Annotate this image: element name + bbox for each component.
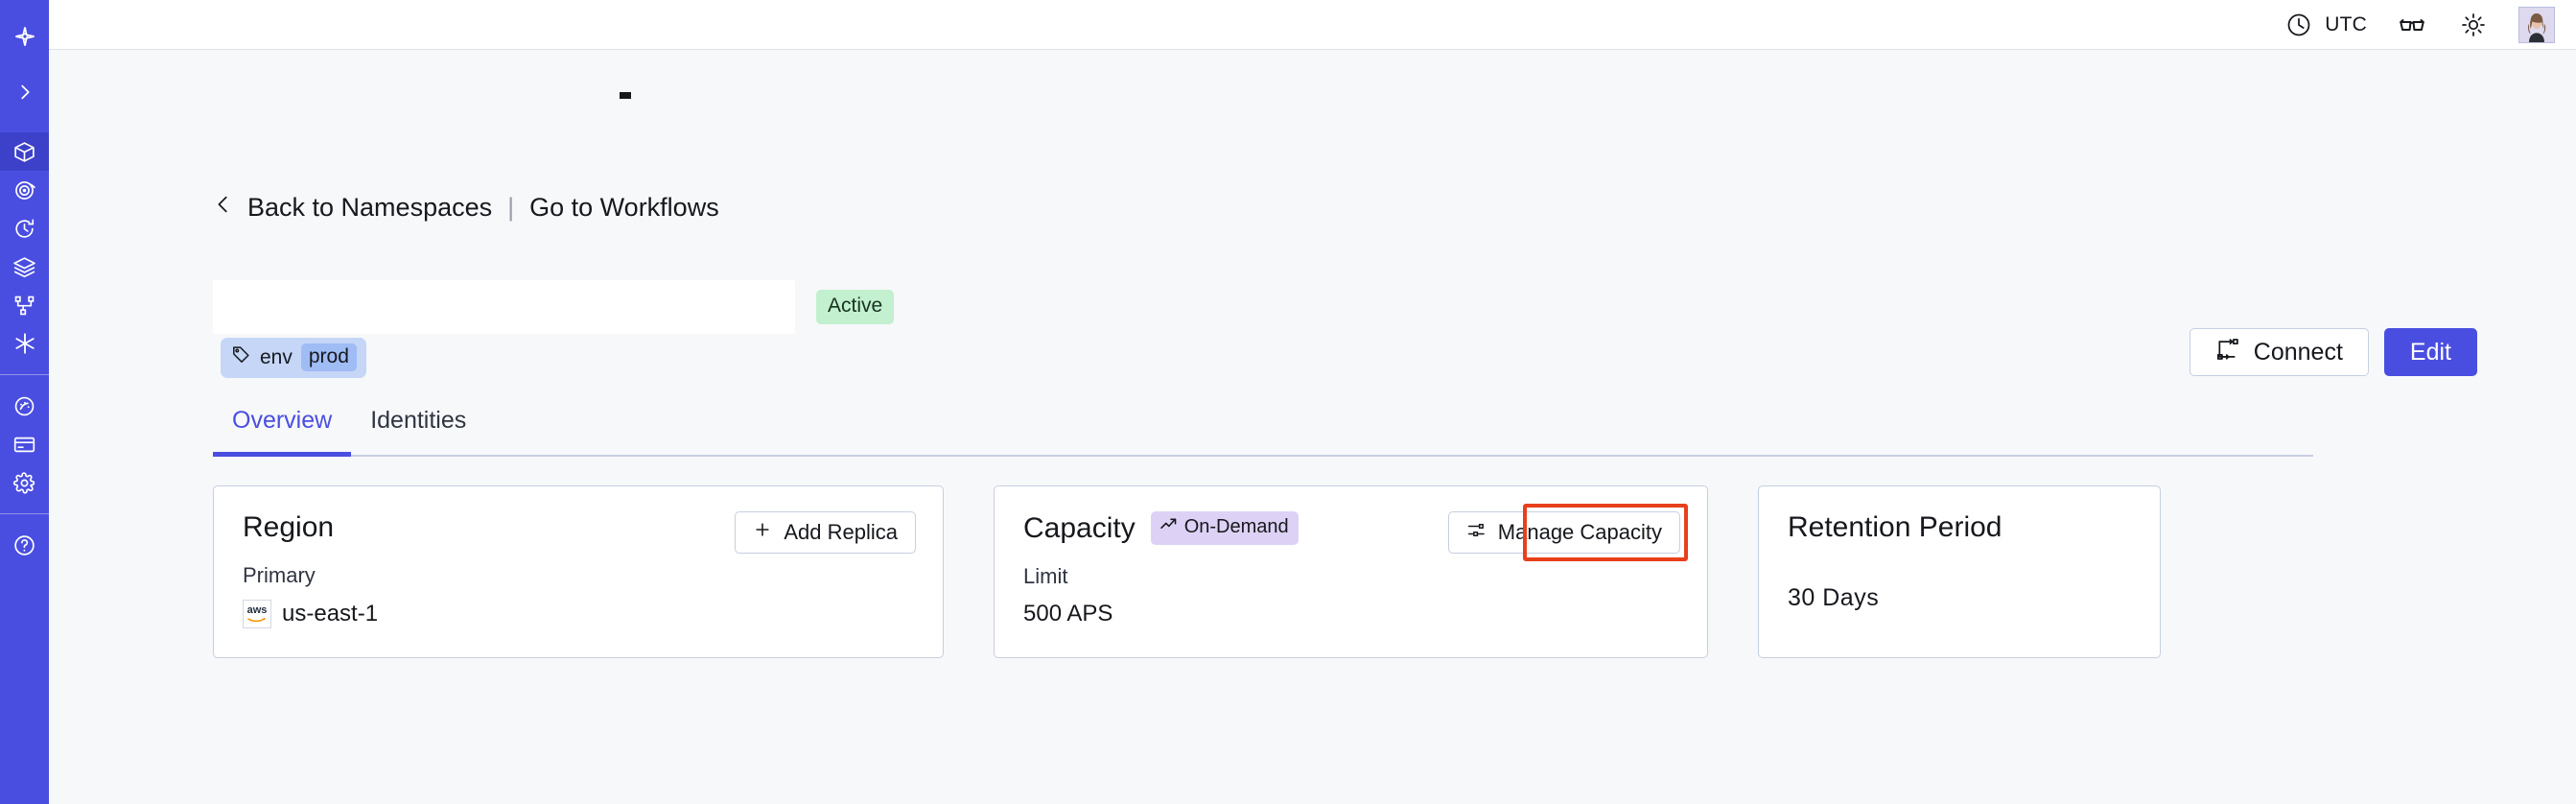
region-value: us-east-1 <box>282 601 379 627</box>
tabs-divider <box>213 455 2313 457</box>
gear-icon <box>12 471 36 495</box>
sidebar-item-expand[interactable] <box>0 73 49 111</box>
capacity-card-head: Capacity On-Demand <box>1023 511 1678 545</box>
sidebar-item-workflows[interactable] <box>0 286 49 324</box>
aws-logo-icon: aws <box>243 600 271 628</box>
sidebar-item-history[interactable] <box>0 209 49 248</box>
tab-overview[interactable]: Overview <box>213 407 352 457</box>
region-card: Region Add Replica Primary aws <box>213 485 944 658</box>
sun-icon[interactable] <box>2457 9 2490 41</box>
sidebar-item-billing[interactable] <box>0 425 49 463</box>
sidebar-item-usage[interactable] <box>0 387 49 425</box>
region-sub-label: Primary <box>243 563 316 587</box>
sidebar-item-layers[interactable] <box>0 248 49 286</box>
chevron-right-icon <box>14 82 35 103</box>
capacity-mode-label: On-Demand <box>1183 516 1289 537</box>
sliders-icon <box>1466 520 1487 546</box>
cube-icon <box>12 140 36 164</box>
git-branch-icon <box>12 294 36 318</box>
sidebar-item-namespaces[interactable] <box>0 132 49 171</box>
namespace-title-row: Active <box>213 280 895 334</box>
page-title <box>213 280 795 334</box>
retention-card-title: Retention Period <box>1788 511 2002 543</box>
asterisk-icon <box>12 331 37 356</box>
status-badge: Active <box>816 290 895 324</box>
breadcrumb-workflows-link[interactable]: Go to Workflows <box>529 193 719 222</box>
gauge-icon <box>12 394 36 418</box>
region-value-row: aws us-east-1 <box>243 600 914 628</box>
clock-icon <box>2283 9 2315 41</box>
retention-card: Retention Period 30 Days <box>1758 485 2161 658</box>
glasses-icon[interactable] <box>2396 9 2428 41</box>
capacity-mode-badge: On-Demand <box>1150 511 1299 545</box>
breadcrumb-separator: | <box>507 193 515 222</box>
page-actions: Connect Edit <box>2189 328 2477 376</box>
top-header: UTC <box>49 0 2576 50</box>
main-content: Back to Namespaces | Go to Workflows Act… <box>49 50 2576 804</box>
region-card-head: Region <box>243 511 914 544</box>
tag-value: prod <box>300 343 357 371</box>
tab-bar: Overview Identities <box>213 407 485 457</box>
tag-key: env <box>260 345 293 368</box>
sidebar-item-logo[interactable] <box>0 17 49 56</box>
sidebar-item-settings[interactable] <box>0 463 49 502</box>
manage-capacity-button[interactable]: Manage Capacity <box>1447 511 1680 554</box>
retention-card-head: Retention Period <box>1788 511 2131 544</box>
tag-icon <box>231 344 251 370</box>
timezone-label: UTC <box>2325 12 2367 35</box>
breadcrumb-back-link[interactable]: Back to Namespaces <box>247 193 493 222</box>
sidebar-item-observe[interactable] <box>0 171 49 209</box>
timezone-selector[interactable]: UTC <box>2283 9 2367 41</box>
capacity-sub-label: Limit <box>1023 564 1068 588</box>
connect-nodes-icon <box>2215 337 2240 368</box>
region-card-title: Region <box>243 511 335 543</box>
chevron-left-icon[interactable] <box>213 192 234 224</box>
capacity-card-title: Capacity <box>1023 511 1136 544</box>
sidebar-item-help[interactable] <box>0 526 49 564</box>
sidebar <box>0 0 49 804</box>
layers-icon <box>12 255 36 279</box>
add-replica-label: Add Replica <box>784 520 898 544</box>
credit-card-icon <box>12 433 36 457</box>
breadcrumb: Back to Namespaces | Go to Workflows <box>213 192 719 224</box>
sidebar-item-integrations[interactable] <box>0 324 49 363</box>
tab-identities[interactable]: Identities <box>370 407 467 434</box>
add-replica-button[interactable]: Add Replica <box>735 511 916 554</box>
title-descender-artifact <box>620 92 631 99</box>
manage-capacity-label: Manage Capacity <box>1497 520 1662 544</box>
clock-rewind-icon <box>12 217 36 241</box>
help-circle-icon <box>12 533 36 557</box>
temporal-logo-icon <box>12 24 37 49</box>
avatar[interactable] <box>2518 6 2555 43</box>
trending-up-icon <box>1159 515 1178 539</box>
connect-button-label: Connect <box>2253 338 2343 366</box>
capacity-value: 500 APS <box>1023 601 1113 627</box>
edit-button-label: Edit <box>2409 338 2451 366</box>
eye-target-icon <box>12 178 36 202</box>
edit-button[interactable]: Edit <box>2383 328 2477 376</box>
overview-cards: Region Add Replica Primary aws <box>213 485 2161 658</box>
capacity-card: Capacity On-Demand <box>994 485 1708 658</box>
plus-icon <box>753 520 772 545</box>
connect-button[interactable]: Connect <box>2189 328 2369 376</box>
sidebar-divider-bottom <box>0 513 49 514</box>
sidebar-divider <box>0 374 49 375</box>
retention-value: 30 Days <box>1788 584 1880 611</box>
namespace-tag[interactable]: env prod <box>221 338 366 378</box>
